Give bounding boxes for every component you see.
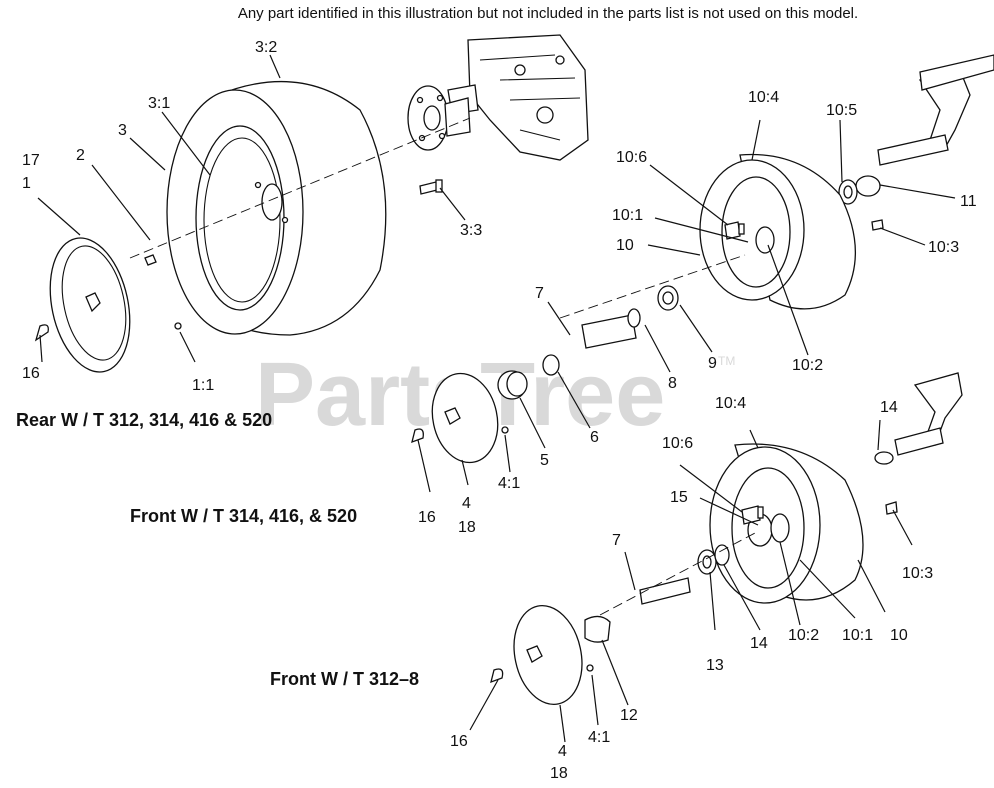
label-7-b: 7	[612, 532, 621, 549]
label-11: 11	[960, 193, 977, 210]
spindle-lower	[874, 372, 963, 515]
rim-bolt	[419, 179, 443, 195]
label-10-2-a: 10:2	[792, 357, 823, 374]
label-4-a: 4	[462, 495, 471, 512]
label-16-front-b: 16	[450, 733, 468, 750]
front-axle-a	[497, 254, 746, 400]
label-3-1: 3:1	[148, 95, 170, 112]
label-6: 6	[590, 429, 599, 446]
label-3: 3	[118, 122, 127, 139]
label-10-b: 10	[890, 627, 908, 644]
section-title-front-a: Front W / T 314, 416, & 520	[130, 506, 357, 526]
label-14-a: 14	[880, 399, 898, 416]
label-4-1-b: 4:1	[588, 729, 610, 746]
label-2: 2	[76, 147, 85, 164]
front-hubcap-a	[411, 372, 509, 464]
label-18-a: 18	[458, 519, 476, 536]
label-9: 9	[708, 355, 717, 372]
label-10-6-b: 10:6	[662, 435, 693, 452]
label-3-3: 3:3	[460, 222, 482, 239]
header-note: Any part identified in this illustration…	[238, 5, 858, 22]
section-title-rear: Rear W / T 312, 314, 416 & 520	[16, 410, 272, 430]
label-8: 8	[668, 375, 677, 392]
front-axle-b	[584, 532, 756, 643]
label-10-5: 10:5	[826, 102, 857, 119]
label-16-front-a: 16	[418, 509, 436, 526]
label-10-1-b: 10:1	[842, 627, 873, 644]
label-10-4-a: 10:4	[748, 89, 779, 106]
label-10-6-a: 10:6	[616, 149, 647, 166]
label-4-1-a: 4:1	[498, 475, 520, 492]
leader-lines	[37, 54, 956, 743]
part-labels: 3:2 3:1 3 2 17 1 3:3 16 1:1 10:4 10:5 10…	[22, 39, 977, 782]
label-10-4-b: 10:4	[715, 395, 746, 412]
label-4-b: 4	[558, 743, 567, 760]
label-15: 15	[670, 489, 688, 506]
front-tire-b	[709, 443, 864, 604]
label-12: 12	[620, 707, 638, 724]
label-3-2: 3:2	[255, 39, 277, 56]
label-16-rear: 16	[22, 365, 40, 382]
rear-tire	[166, 80, 387, 336]
label-10-1-a: 10:1	[612, 207, 643, 224]
label-14-b: 14	[750, 635, 768, 652]
front-wheel-assembly-b	[490, 372, 963, 706]
label-10-2-b: 10:2	[788, 627, 819, 644]
front-wheel-assembly-a	[411, 54, 994, 464]
label-10-3-b: 10:3	[902, 565, 933, 582]
watermark-tm: TM	[718, 354, 735, 368]
label-18-b: 18	[550, 765, 568, 782]
front-hubcap-b	[490, 604, 594, 706]
rear-hub	[407, 85, 471, 151]
label-10-3-a: 10:3	[928, 239, 959, 256]
label-10-a: 10	[616, 237, 634, 254]
label-17: 17	[22, 152, 40, 169]
label-1: 1	[22, 175, 31, 192]
spindle-upper	[838, 54, 994, 231]
rear-wheel-assembly	[34, 34, 589, 373]
transaxle-housing	[447, 34, 589, 161]
label-5: 5	[540, 452, 549, 469]
section-title-front-b: Front W / T 312–8	[270, 669, 419, 689]
label-13: 13	[706, 657, 724, 674]
label-7-a: 7	[535, 285, 544, 302]
front-tire-a	[699, 153, 857, 310]
rear-hubcap	[34, 237, 182, 373]
label-1-1: 1:1	[192, 377, 214, 394]
